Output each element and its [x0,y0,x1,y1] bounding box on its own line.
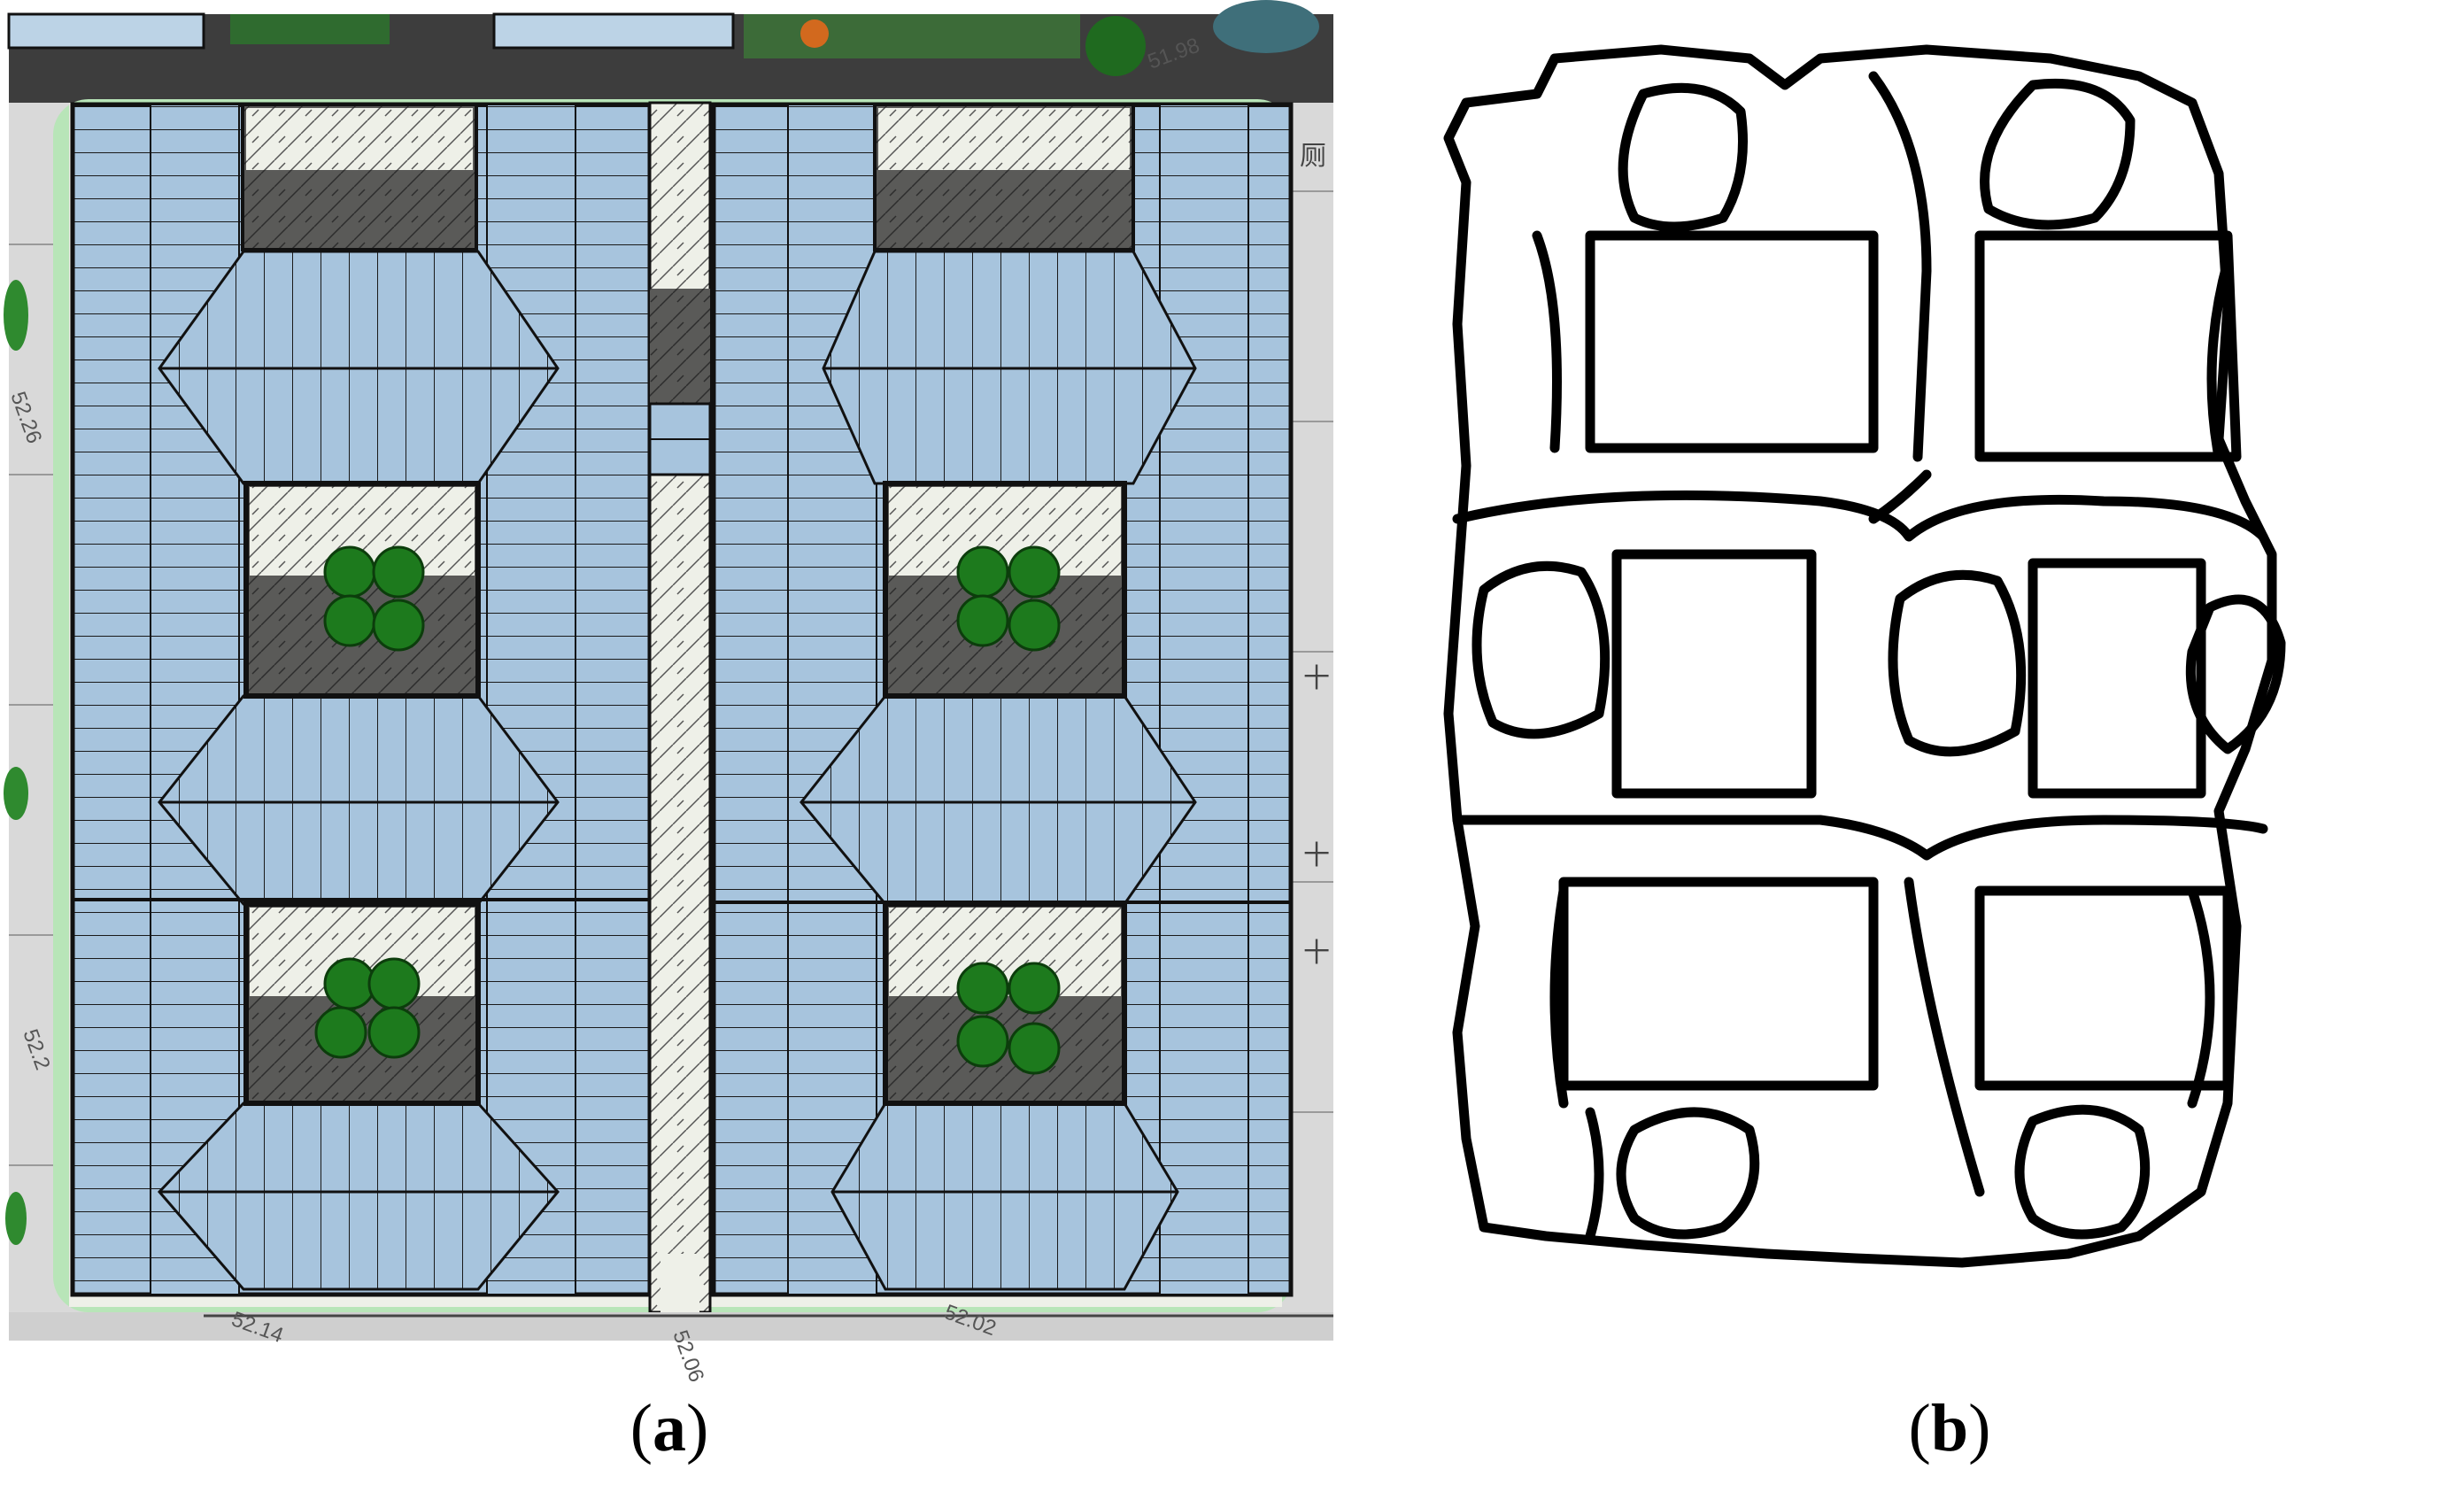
side-glyph: 十 [1303,841,1330,870]
side-glyph: 十 [1303,664,1330,693]
caption-a-letter: a [653,1391,686,1465]
side-glyph: 厕 [1300,142,1326,171]
site-plan-image: 51.98 52.26 52.2 52.14 52.06 52.02 厕 十 十… [4,0,1333,1385]
side-glyph: 十 [1303,939,1330,968]
outline-map-image [1431,41,2463,1307]
caption-b-letter: b [1930,1391,1969,1465]
caption-a: (a) [630,1391,709,1465]
caption-b: (b) [1908,1391,1991,1465]
